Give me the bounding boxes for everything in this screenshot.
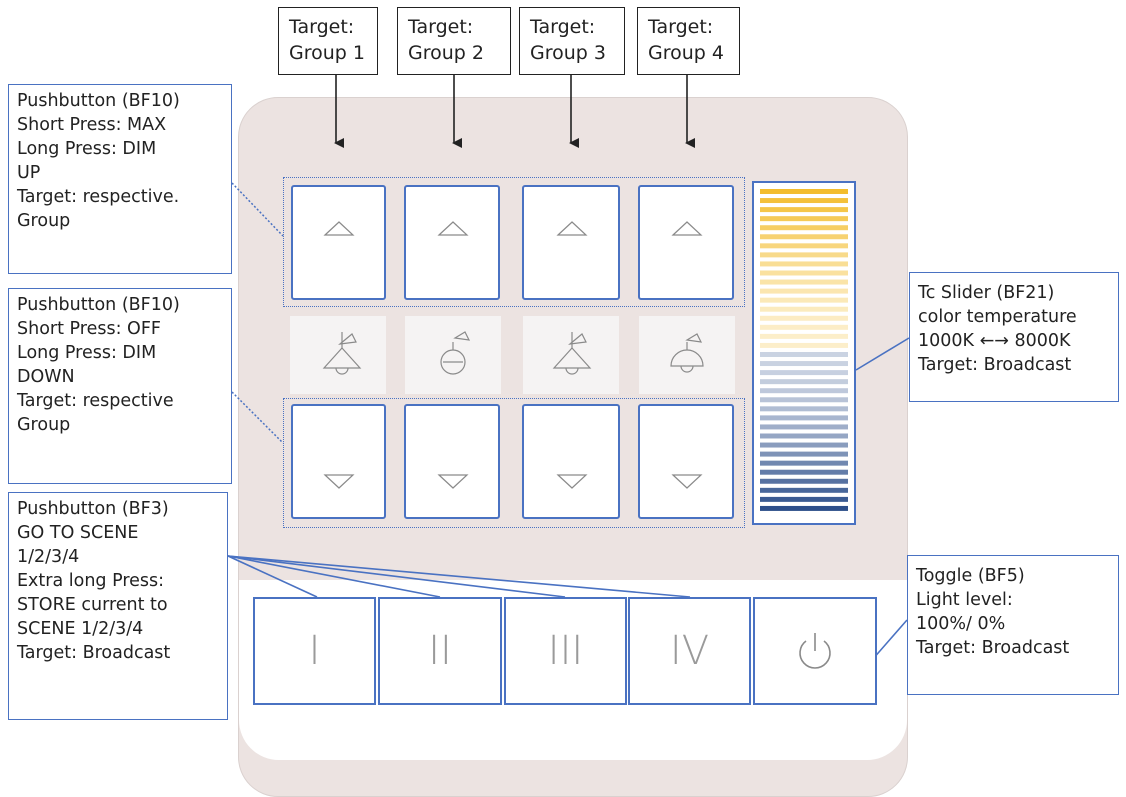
dim-up-button-group-2[interactable]: [404, 185, 500, 300]
slider-stripe: [760, 225, 848, 231]
triangle-down-icon: [323, 474, 355, 489]
slider-stripe: [760, 288, 848, 294]
slider-stripe: [760, 279, 848, 285]
triangle-up-icon: [671, 221, 703, 236]
slider-stripe: [760, 315, 848, 321]
dome-lamp-icon: [670, 333, 704, 373]
globe-lamp-icon: [440, 331, 471, 375]
lamp-cell-3: [523, 316, 619, 394]
slider-stripe: [760, 460, 848, 466]
down-callout-leader: [231, 391, 284, 444]
lamp-cell-4: [639, 316, 735, 394]
slider-stripe: [760, 342, 848, 348]
slider-stripe: [760, 415, 848, 421]
color-temperature-slider[interactable]: [752, 181, 856, 525]
connector-lines: [227, 75, 910, 661]
slider-stripe: [760, 424, 848, 430]
up-buttons-callout: Pushbutton (BF10) Short Press: MAX Long …: [8, 84, 232, 274]
up-buttons-group-frame: [283, 177, 745, 307]
scene-button-1[interactable]: I: [253, 597, 376, 705]
pendant-lamp-icon: [552, 332, 592, 375]
slider-stripe: [760, 216, 848, 222]
dim-down-button-group-4[interactable]: [638, 404, 734, 519]
pendant-lamp-icon: [322, 332, 362, 375]
lamp-cell-2: [405, 316, 501, 394]
triangle-down-icon: [437, 474, 469, 489]
toggle-leader: [871, 619, 908, 661]
slider-stripe: [760, 433, 848, 439]
scene-label-3: III: [547, 628, 584, 674]
target-label-group-4: Target: Group 4: [637, 7, 740, 75]
slider-stripe: [760, 388, 848, 394]
scene-button-3[interactable]: III: [504, 597, 627, 705]
scene-leader-4: [227, 555, 691, 598]
scene-button-2[interactable]: II: [378, 597, 502, 705]
scene-leader-1: [227, 555, 318, 598]
scene-label-4: IV: [669, 628, 710, 674]
slider-stripe: [760, 361, 848, 367]
slider-stripe: [760, 370, 848, 376]
scene-leader-3: [227, 555, 566, 598]
dim-down-button-group-3[interactable]: [522, 404, 620, 519]
scene-label-2: II: [428, 628, 452, 674]
slider-stripe: [760, 234, 848, 240]
triangle-up-icon: [323, 221, 355, 236]
slider-stripe: [760, 397, 848, 403]
triangle-up-icon: [437, 221, 469, 236]
down-buttons-callout: Pushbutton (BF10) Short Press: OFF Long …: [8, 288, 232, 484]
target-label-group-2: Target: Group 2: [397, 7, 511, 75]
slider-stripe: [760, 270, 848, 276]
slider-stripe: [760, 261, 848, 267]
slider-stripe: [760, 478, 848, 484]
slider-stripe: [760, 379, 848, 385]
scene-button-4[interactable]: IV: [628, 597, 751, 705]
scene-buttons-callout: Pushbutton (BF3) GO TO SCENE 1/2/3/4 Ext…: [8, 492, 228, 720]
slider-stripe: [760, 451, 848, 457]
target-label-group-1: Target: Group 1: [278, 7, 378, 75]
dim-down-button-group-2[interactable]: [404, 404, 500, 519]
slider-stripe: [760, 189, 848, 194]
slider-stripe: [760, 243, 848, 249]
lamp-cell-1: [290, 316, 386, 394]
slider-stripe: [760, 198, 848, 204]
slider-stripe: [760, 324, 848, 330]
dim-up-button-group-1[interactable]: [291, 185, 386, 300]
slider-stripe: [760, 496, 848, 502]
slider-stripe: [760, 297, 848, 303]
up-callout-leader: [231, 182, 284, 237]
target-label-group-3: Target: Group 3: [519, 7, 625, 75]
dim-down-button-group-1[interactable]: [291, 404, 386, 519]
slider-stripe: [760, 252, 848, 258]
slider-stripe: [760, 505, 848, 511]
toggle-callout: Toggle (BF5) Light level: 100%/ 0% Targe…: [907, 555, 1119, 695]
slider-stripe: [760, 442, 848, 448]
slider-stripe: [760, 487, 848, 493]
triangle-down-icon: [556, 474, 588, 489]
dim-up-button-group-4[interactable]: [638, 185, 734, 300]
slider-stripe: [760, 207, 848, 213]
power-toggle-button[interactable]: [753, 597, 877, 705]
slider-stripe: [760, 306, 848, 312]
slider-callout: Tc Slider (BF21) color temperature 1000K…: [909, 272, 1119, 402]
triangle-up-icon: [556, 221, 588, 236]
scene-leader-2: [227, 555, 441, 598]
scene-label-1: I: [308, 628, 321, 674]
slider-stripe: [760, 352, 848, 357]
slider-stripe: [760, 469, 848, 475]
triangle-down-icon: [671, 474, 703, 489]
power-icon: [799, 633, 831, 669]
down-buttons-group-frame: [283, 398, 745, 528]
slider-gradient-stripes: [760, 189, 848, 511]
dim-up-button-group-3[interactable]: [522, 185, 620, 300]
slider-stripe: [760, 406, 848, 412]
slider-leader: [855, 337, 910, 371]
slider-stripe: [760, 333, 848, 339]
